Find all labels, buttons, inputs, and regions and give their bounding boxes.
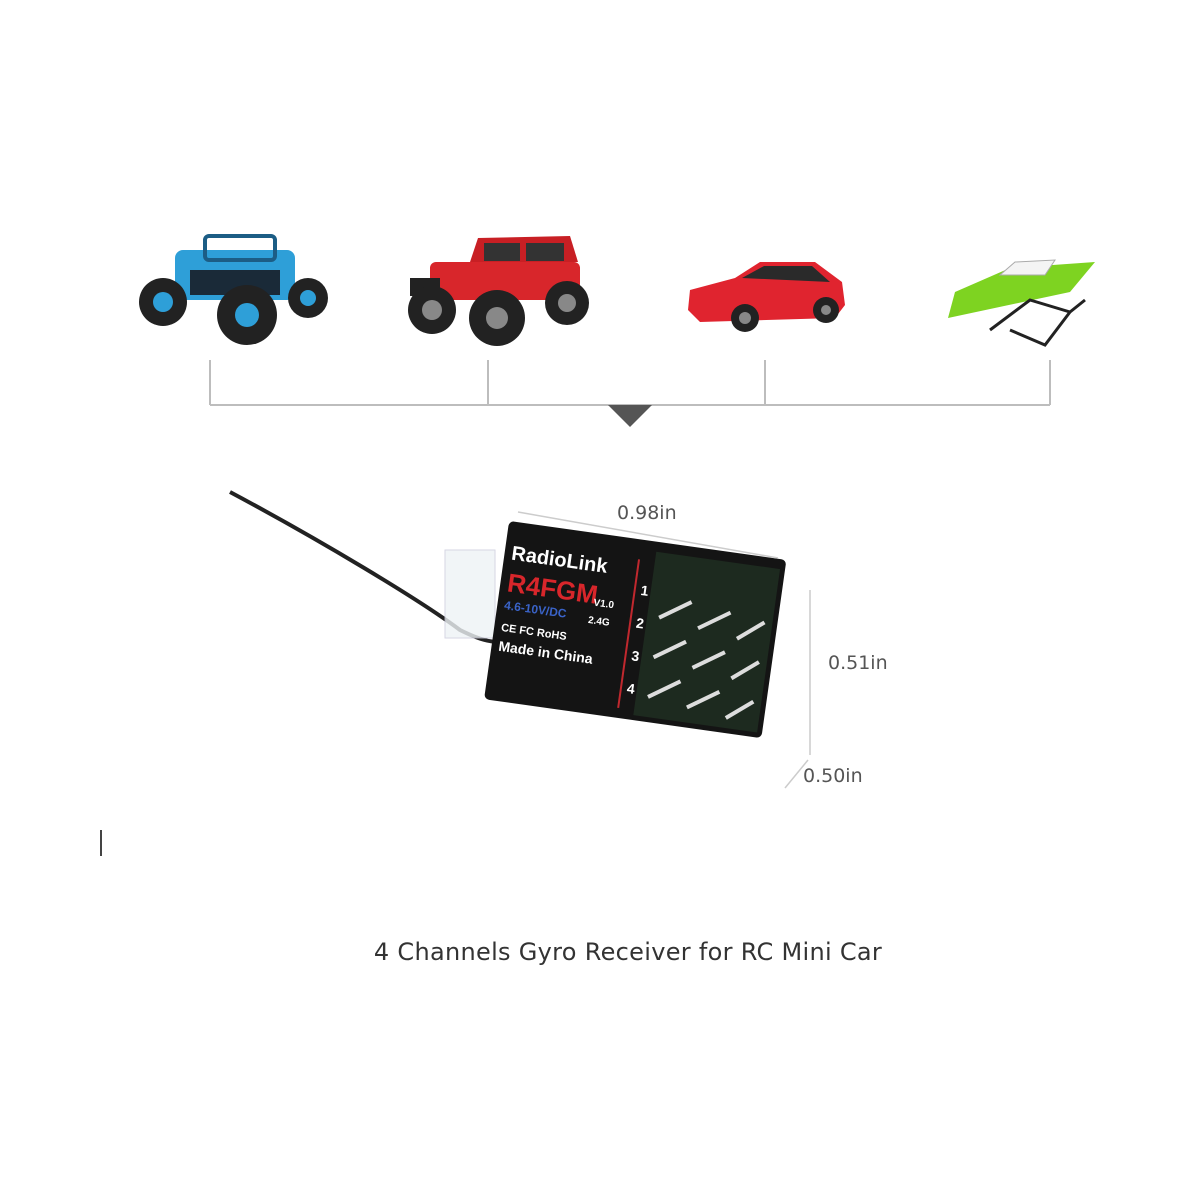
width-dimension: 0.50in (803, 765, 863, 787)
servo-pins (647, 600, 766, 720)
height-dimension: 0.51in (828, 652, 888, 674)
channel-label: 3 (631, 647, 641, 664)
channel-label: 2 (635, 615, 645, 632)
red-jeep-image (408, 236, 589, 346)
green-boat-image (948, 259, 1095, 347)
blue-crawler-image (139, 234, 328, 345)
dimension-lines (517, 511, 811, 789)
vehicle-row (139, 234, 1095, 427)
text-cursor-mark (100, 830, 102, 856)
receiver-image: RadioLink R4FGM V1.0 4.6-10V/DC 2.4G CE … (229, 490, 888, 789)
receiver-version: V1.0 (593, 598, 615, 612)
down-arrow-icon (608, 405, 652, 427)
channel-label: 1 (640, 582, 650, 599)
antenna (229, 490, 501, 644)
length-dimension: 0.98in (617, 502, 677, 524)
receiver-band: 2.4G (587, 615, 610, 629)
channel-label: 4 (626, 680, 636, 697)
red-sports-car-image (688, 262, 845, 332)
product-caption: 4 Channels Gyro Receiver for RC Mini Car (373, 938, 883, 966)
bracket-lines (209, 360, 1051, 406)
